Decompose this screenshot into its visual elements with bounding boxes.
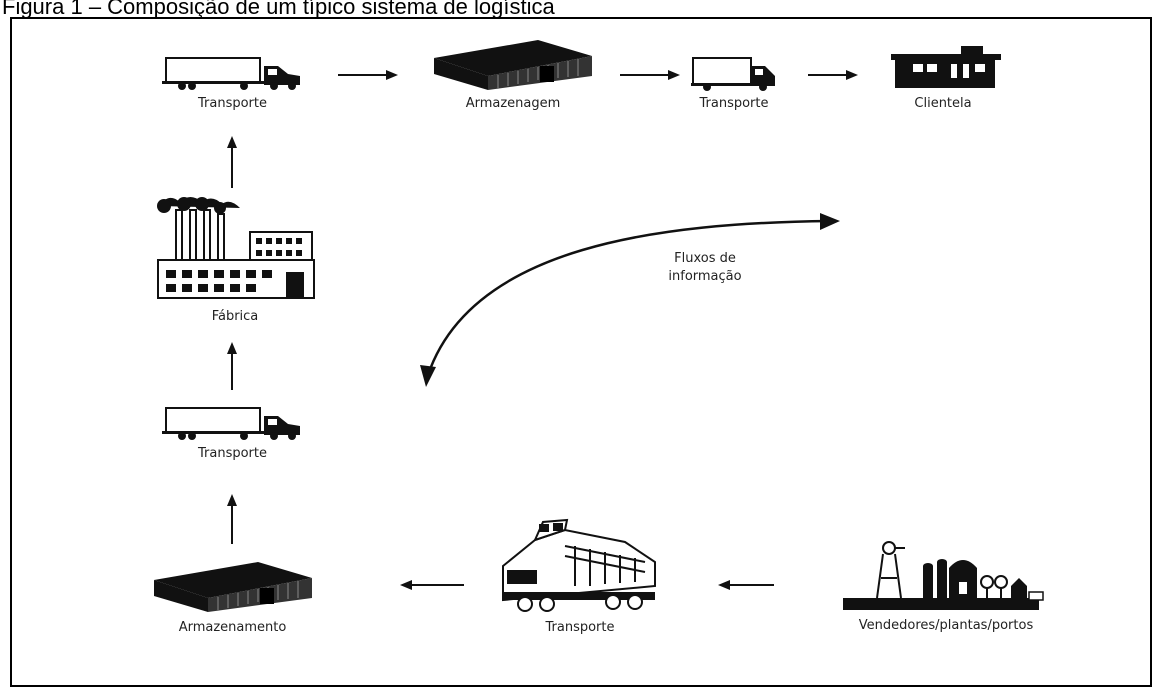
label-bottom-transport: Transporte (545, 620, 615, 635)
warehouse-icon (434, 40, 592, 90)
label-top-transport-2: Transporte (699, 96, 769, 111)
information-flow-arrow (420, 213, 840, 387)
arrow-up-1 (227, 136, 237, 188)
flow-label-line-2: informação (668, 269, 742, 284)
node-bottom-transport: Transporte (490, 516, 670, 635)
node-top-transport: Transporte (160, 52, 305, 111)
node-left-transport: Transporte (160, 402, 305, 461)
label-vendors: Vendedores/plantas/portos (858, 618, 1034, 633)
warehouse-icon (153, 562, 312, 612)
label-factory: Fábrica (211, 309, 259, 324)
node-factory: Fábrica (150, 190, 320, 324)
node-vendors: Vendedores/plantas/portos (826, 538, 1066, 633)
node-bottom-storage: Armazenamento (145, 558, 320, 635)
label-top-client: Clientela (914, 96, 972, 111)
store-icon (891, 46, 1001, 88)
delivery-truck-icon (691, 57, 775, 91)
node-top-transport-2: Transporte (676, 54, 792, 111)
arrow-right-1 (338, 70, 398, 80)
semi-truck-icon (162, 57, 300, 90)
arrow-up-2 (227, 342, 237, 390)
semi-truck-icon (162, 407, 300, 440)
locomotive-icon (502, 518, 656, 612)
node-top-storage: Armazenagem (428, 36, 598, 111)
farm-icon (843, 541, 1044, 610)
arrow-left-1 (400, 580, 464, 590)
flow-label-line-1: Fluxos de (674, 251, 736, 266)
label-top-transport: Transporte (198, 96, 267, 111)
arrow-right-3 (808, 70, 858, 80)
label-top-storage: Armazenagem (465, 96, 561, 111)
arrow-up-3 (227, 494, 237, 544)
arrow-right-2 (620, 70, 680, 80)
node-top-client: Clientela (878, 42, 1008, 111)
label-bottom-storage: Armazenamento (178, 620, 287, 635)
label-left-transport: Transporte (198, 446, 267, 461)
factory-icon (157, 197, 315, 299)
arrow-left-2 (718, 580, 774, 590)
figure-caption: Figura 1 – Composição de um típico siste… (2, 0, 555, 19)
information-flow-label: Fluxos de informação (645, 250, 765, 286)
